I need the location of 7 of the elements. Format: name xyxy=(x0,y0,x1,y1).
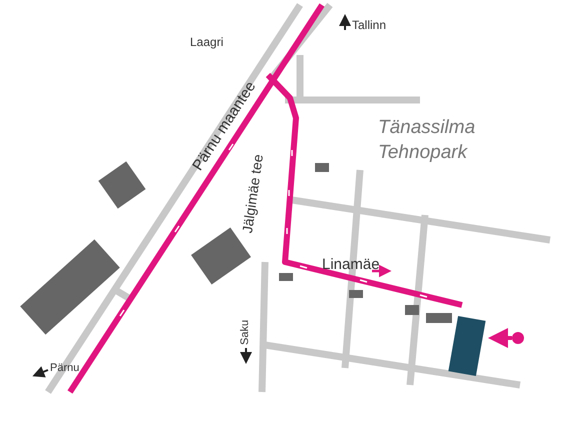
place-label: Saku xyxy=(240,320,251,345)
place-label: Laagri xyxy=(190,36,224,48)
place-label: Tallinn xyxy=(352,19,386,31)
street-label: Jälgimäe tee xyxy=(240,153,265,234)
place-label: Pärnu xyxy=(50,363,80,374)
area-label: Tänassilma Tehnopark xyxy=(378,116,476,165)
street-label: Linamäe xyxy=(322,257,380,272)
